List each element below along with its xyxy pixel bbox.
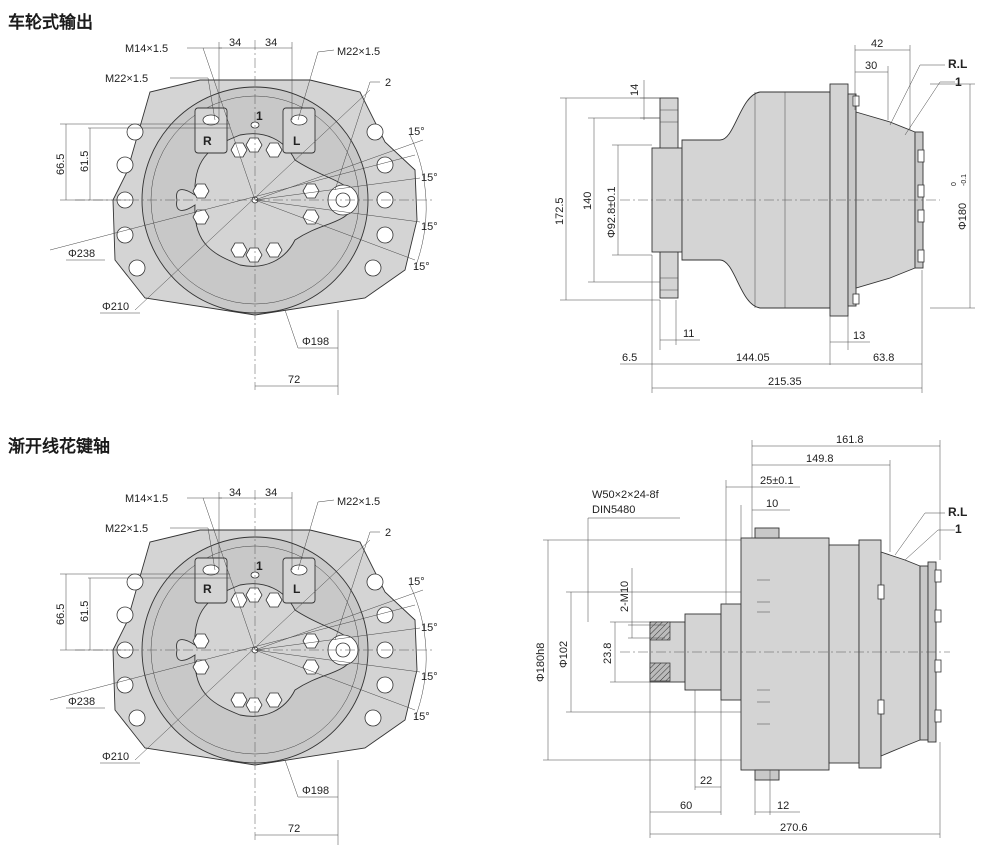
label-angle-2: 15°	[421, 172, 438, 184]
section-title-wheel-output: 车轮式输出	[8, 13, 93, 33]
label-phi180: Φ180	[957, 203, 969, 230]
label-angle-3: 15°	[421, 671, 438, 683]
label-6-5: 6.5	[622, 352, 637, 364]
label-34a: 34	[229, 37, 241, 49]
label-66-5: 66.5	[55, 604, 67, 625]
label-angle-3: 15°	[421, 221, 438, 233]
label-30: 30	[865, 60, 877, 72]
label-215-35: 215.35	[768, 376, 802, 388]
label-42: 42	[871, 38, 883, 50]
label-61-5: 61.5	[79, 151, 91, 172]
label-phi180-tol-lower: -0.1	[961, 174, 968, 186]
label-m14: M14×1.5	[125, 43, 168, 55]
label-callout-1: 1	[955, 522, 962, 536]
label-72: 72	[288, 374, 300, 386]
label-23-8: 23.8	[602, 643, 614, 664]
label-m22-left: M22×1.5	[105, 73, 148, 85]
label-port-r: R	[203, 582, 212, 596]
label-phi102: Φ102	[558, 641, 570, 668]
label-rl: R.L	[948, 57, 967, 71]
label-callout-2: 2	[385, 527, 391, 539]
label-10: 10	[766, 498, 778, 510]
label-angle-4: 15°	[413, 261, 430, 273]
label-270-6: 270.6	[780, 822, 808, 834]
label-callout-1: 1	[955, 75, 962, 89]
label-phi92-8: Φ92.8±0.1	[606, 186, 618, 238]
front-view-bottom: M14×1.5 M22×1.5 M22×1.5 34 34 1 R L 2 66…	[49, 487, 438, 845]
label-phi180h8: Φ180h8	[535, 643, 547, 682]
label-callout-2: 2	[385, 77, 391, 89]
label-149-8: 149.8	[806, 453, 834, 465]
label-phi198: Φ198	[302, 785, 329, 797]
label-port-1: 1	[256, 109, 263, 123]
label-spline-spec: W50×2×24-8f	[592, 489, 660, 501]
label-port-r: R	[203, 134, 212, 148]
side-view-wheel: 42 30 R.L 1 14 172.5 140 Φ92.8±0.1 Φ180 …	[554, 38, 975, 393]
label-63-8: 63.8	[873, 352, 894, 364]
label-140: 140	[582, 192, 594, 210]
label-13: 13	[853, 330, 865, 342]
label-rl: R.L	[948, 505, 967, 519]
label-m14: M14×1.5	[125, 493, 168, 505]
label-angle-2: 15°	[421, 622, 438, 634]
front-view-top: M14×1.5 M22×1.5 M22×1.5 34 34 1 R L 2 66…	[49, 37, 438, 395]
label-144-05: 144.05	[736, 352, 770, 364]
label-angle-4: 15°	[413, 711, 430, 723]
label-phi180-tol-upper: 0	[951, 182, 958, 186]
label-25: 25±0.1	[760, 475, 794, 487]
label-61-5: 61.5	[79, 601, 91, 622]
label-m22-right: M22×1.5	[337, 496, 380, 508]
label-m10: 2-M10	[619, 581, 631, 612]
label-phi238: Φ238	[68, 248, 95, 260]
label-phi210: Φ210	[102, 301, 129, 313]
label-72: 72	[288, 823, 300, 835]
label-phi210: Φ210	[102, 751, 129, 763]
label-angle-1: 15°	[408, 576, 425, 588]
label-port-l: L	[293, 134, 300, 148]
section-title-involute-spline: 渐开线花键轴	[8, 437, 110, 457]
label-34a: 34	[229, 487, 241, 499]
label-phi238: Φ238	[68, 696, 95, 708]
label-66-5: 66.5	[55, 154, 67, 175]
side-view-spline: 161.8 149.8 25±0.1 10 W50×2×24-8f DIN548…	[535, 434, 967, 838]
label-22: 22	[700, 775, 712, 787]
label-port-l: L	[293, 582, 300, 596]
label-spline-std: DIN5480	[592, 504, 635, 516]
label-14: 14	[629, 84, 641, 96]
label-161-8: 161.8	[836, 434, 864, 446]
label-m22-right: M22×1.5	[337, 46, 380, 58]
label-60: 60	[680, 800, 692, 812]
label-12: 12	[777, 800, 789, 812]
label-34b: 34	[265, 37, 277, 49]
label-11: 11	[683, 328, 694, 340]
label-m22-left: M22×1.5	[105, 523, 148, 535]
label-34b: 34	[265, 487, 277, 499]
label-port-1: 1	[256, 559, 263, 573]
label-phi198: Φ198	[302, 336, 329, 348]
label-172-5: 172.5	[554, 197, 566, 225]
label-angle-1: 15°	[408, 126, 425, 138]
